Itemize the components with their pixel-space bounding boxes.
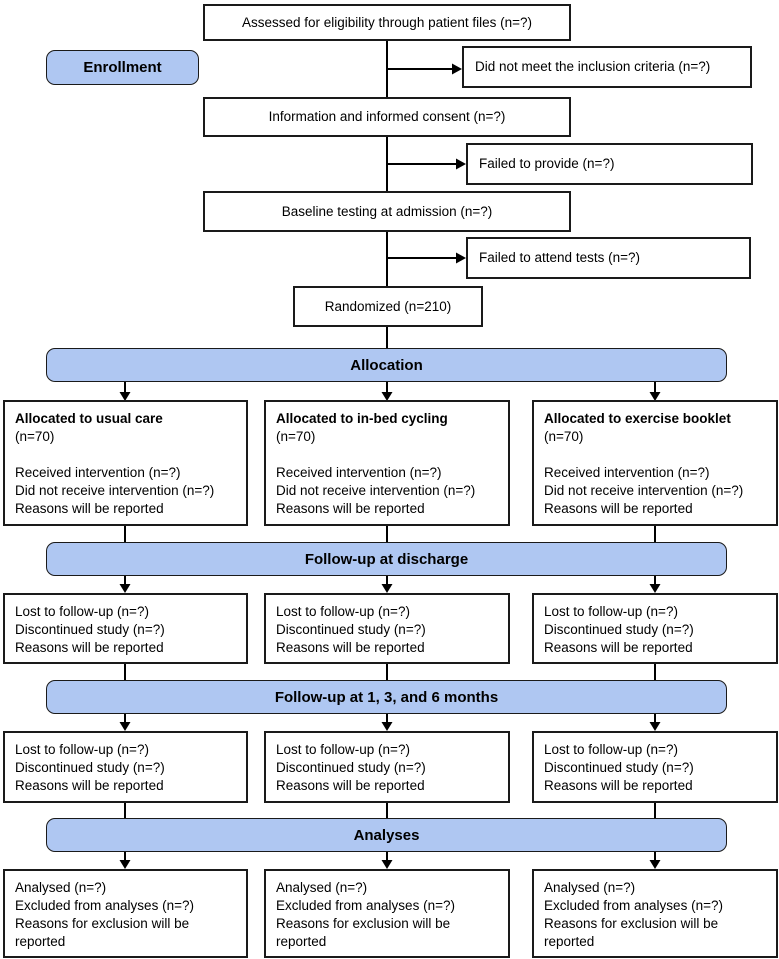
box-analyses-usual-care: Analysed (n=?) Excluded from analyses (n… [3,869,248,958]
analysis-line: Reasons for exclusion will be reported [276,916,451,949]
analysis-line: Excluded from analyses (n=?) [15,898,194,913]
box-did-not-meet-criteria: Did not meet the inclusion criteria (n=?… [462,46,752,88]
box-arm-inbed-cycling: Allocated to in-bed cycling (n=70) Recei… [264,400,510,526]
box-discharge-usual-care: Lost to follow-up (n=?) Discontinued stu… [3,593,248,664]
analysis-line: Analysed (n=?) [276,880,368,895]
arm-n: (n=70) [544,429,584,444]
arm-n: (n=70) [15,429,55,444]
followup-line: Discontinued study (n=?) [276,760,426,775]
box-assessed-eligibility-text: Assessed for eligibility through patient… [241,14,533,30]
box-months-inbed-cycling: Lost to follow-up (n=?) Discontinued stu… [264,731,510,803]
box-failed-to-attend-text: Failed to attend tests (n=?) [479,250,640,265]
arm-n: (n=70) [276,429,316,444]
box-discharge-inbed-cycling: Lost to follow-up (n=?) Discontinued stu… [264,593,510,664]
spacer [15,446,236,464]
box-failed-to-provide-text: Failed to provide (n=?) [479,156,615,171]
analysis-line: Analysed (n=?) [544,880,636,895]
stage-banner-analyses: Analyses [46,818,727,852]
box-randomized: Randomized (n=210) [293,286,483,327]
box-analyses-inbed-cycling: Analysed (n=?) Excluded from analyses (n… [264,869,510,958]
box-months-usual-care: Lost to follow-up (n=?) Discontinued stu… [3,731,248,803]
followup-line: Lost to follow-up (n=?) [544,742,678,757]
spacer [276,446,498,464]
arm-line: Reasons will be reported [544,501,693,516]
arm-line: Reasons will be reported [15,501,164,516]
analysis-line: Reasons for exclusion will be reported [544,916,719,949]
followup-line: Discontinued study (n=?) [276,622,426,637]
spacer [544,446,766,464]
stage-banner-allocation-label: Allocation [350,356,423,374]
arm-title: Allocated to usual care [15,411,163,426]
followup-line: Discontinued study (n=?) [15,622,165,637]
stage-banner-enrollment-label: Enrollment [83,59,162,76]
stage-banner-followup-discharge: Follow-up at discharge [46,542,727,576]
arm-title: Allocated to exercise booklet [544,411,731,426]
box-discharge-exercise-booklet: Lost to follow-up (n=?) Discontinued stu… [532,593,778,664]
followup-line: Reasons will be reported [276,640,425,655]
arm-title: Allocated to in-bed cycling [276,411,448,426]
stage-banner-followup-months: Follow-up at 1, 3, and 6 months [46,680,727,714]
followup-line: Reasons will be reported [276,778,425,793]
box-failed-to-provide: Failed to provide (n=?) [466,143,753,185]
arm-line: Did not receive intervention (n=?) [544,483,744,498]
analysis-line: Reasons for exclusion will be reported [15,916,190,949]
box-months-exercise-booklet: Lost to follow-up (n=?) Discontinued stu… [532,731,778,803]
followup-line: Lost to follow-up (n=?) [15,742,149,757]
box-analyses-exercise-booklet: Analysed (n=?) Excluded from analyses (n… [532,869,778,958]
followup-line: Lost to follow-up (n=?) [276,742,410,757]
arm-line: Reasons will be reported [276,501,425,516]
stage-banner-followup-months-label: Follow-up at 1, 3, and 6 months [274,688,499,706]
followup-line: Reasons will be reported [544,778,693,793]
followup-line: Reasons will be reported [15,778,164,793]
box-randomized-text: Randomized (n=210) [324,298,452,314]
followup-line: Lost to follow-up (n=?) [276,604,410,619]
box-baseline-testing-text: Baseline testing at admission (n=?) [281,203,493,219]
arm-line: Received intervention (n=?) [544,465,710,480]
arm-line: Did not receive intervention (n=?) [15,483,215,498]
followup-line: Discontinued study (n=?) [544,622,694,637]
arm-line: Received intervention (n=?) [276,465,442,480]
followup-line: Discontinued study (n=?) [15,760,165,775]
arm-line: Did not receive intervention (n=?) [276,483,476,498]
analysis-line: Analysed (n=?) [15,880,107,895]
stage-banner-followup-discharge-label: Follow-up at discharge [304,550,469,568]
box-informed-consent-text: Information and informed consent (n=?) [268,109,506,124]
followup-line: Discontinued study (n=?) [544,760,694,775]
box-assessed-eligibility: Assessed for eligibility through patient… [203,4,571,41]
box-arm-exercise-booklet: Allocated to exercise booklet (n=70) Rec… [532,400,778,526]
followup-line: Lost to follow-up (n=?) [544,604,678,619]
box-did-not-meet-criteria-text: Did not meet the inclusion criteria (n=?… [475,59,711,74]
followup-line: Lost to follow-up (n=?) [15,604,149,619]
analysis-line: Excluded from analyses (n=?) [276,898,455,913]
box-failed-to-attend: Failed to attend tests (n=?) [466,237,751,279]
box-baseline-testing: Baseline testing at admission (n=?) [203,191,571,232]
stage-banner-allocation: Allocation [46,348,727,382]
stage-banner-enrollment: Enrollment [46,50,199,85]
box-informed-consent: Information and informed consent (n=?) [203,97,571,137]
followup-line: Reasons will be reported [15,640,164,655]
box-arm-usual-care: Allocated to usual care (n=70) Received … [3,400,248,526]
followup-line: Reasons will be reported [544,640,693,655]
arm-line: Received intervention (n=?) [15,465,181,480]
stage-banner-analyses-label: Analyses [353,826,420,844]
analysis-line: Excluded from analyses (n=?) [544,898,723,913]
